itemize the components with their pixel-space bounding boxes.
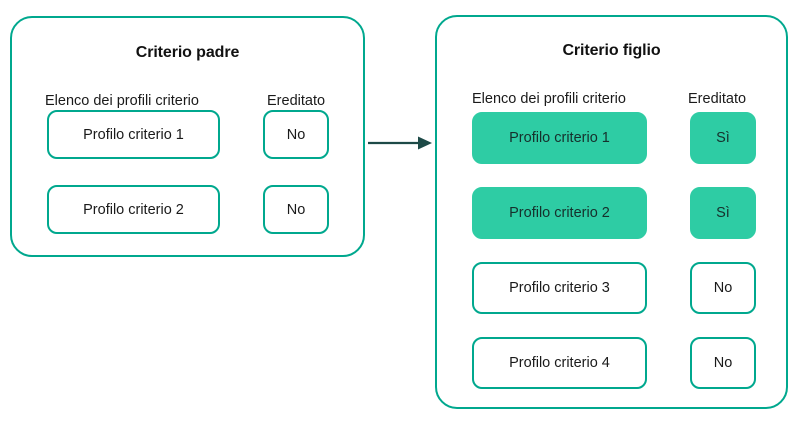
- arrow-right-icon: [368, 136, 432, 150]
- child-inherited-chip-2[interactable]: Sì: [690, 187, 756, 239]
- child-inherited-chip-1[interactable]: Sì: [690, 112, 756, 164]
- panel-criterio-figlio: Criterio figlio Elenco dei profili crite…: [435, 15, 788, 409]
- panel-criterio-padre: Criterio padre Elenco dei profili criter…: [10, 16, 365, 257]
- child-profile-chip-1[interactable]: Profilo criterio 1: [472, 112, 647, 164]
- parent-profile-chip-2[interactable]: Profilo criterio 2: [47, 185, 220, 234]
- child-profile-chip-3[interactable]: Profilo criterio 3: [472, 262, 647, 314]
- parent-column-header-profiles: Elenco dei profili criterio: [45, 93, 199, 109]
- panel-parent-title: Criterio padre: [135, 44, 240, 61]
- child-profile-chip-4[interactable]: Profilo criterio 4: [472, 337, 647, 389]
- child-inherited-chip-3[interactable]: No: [690, 262, 756, 314]
- parent-profile-chip-1[interactable]: Profilo criterio 1: [47, 110, 220, 159]
- panel-child-title: Criterio figlio: [562, 42, 661, 59]
- parent-inherited-chip-1[interactable]: No: [263, 110, 329, 159]
- parent-column-header-inherited: Ereditato: [267, 93, 326, 109]
- child-column-header-inherited: Ereditato: [688, 91, 747, 107]
- parent-inherited-chip-2[interactable]: No: [263, 185, 329, 234]
- child-column-header-profiles: Elenco dei profili criterio: [472, 91, 626, 107]
- child-profile-chip-2[interactable]: Profilo criterio 2: [472, 187, 647, 239]
- child-inherited-chip-4[interactable]: No: [690, 337, 756, 389]
